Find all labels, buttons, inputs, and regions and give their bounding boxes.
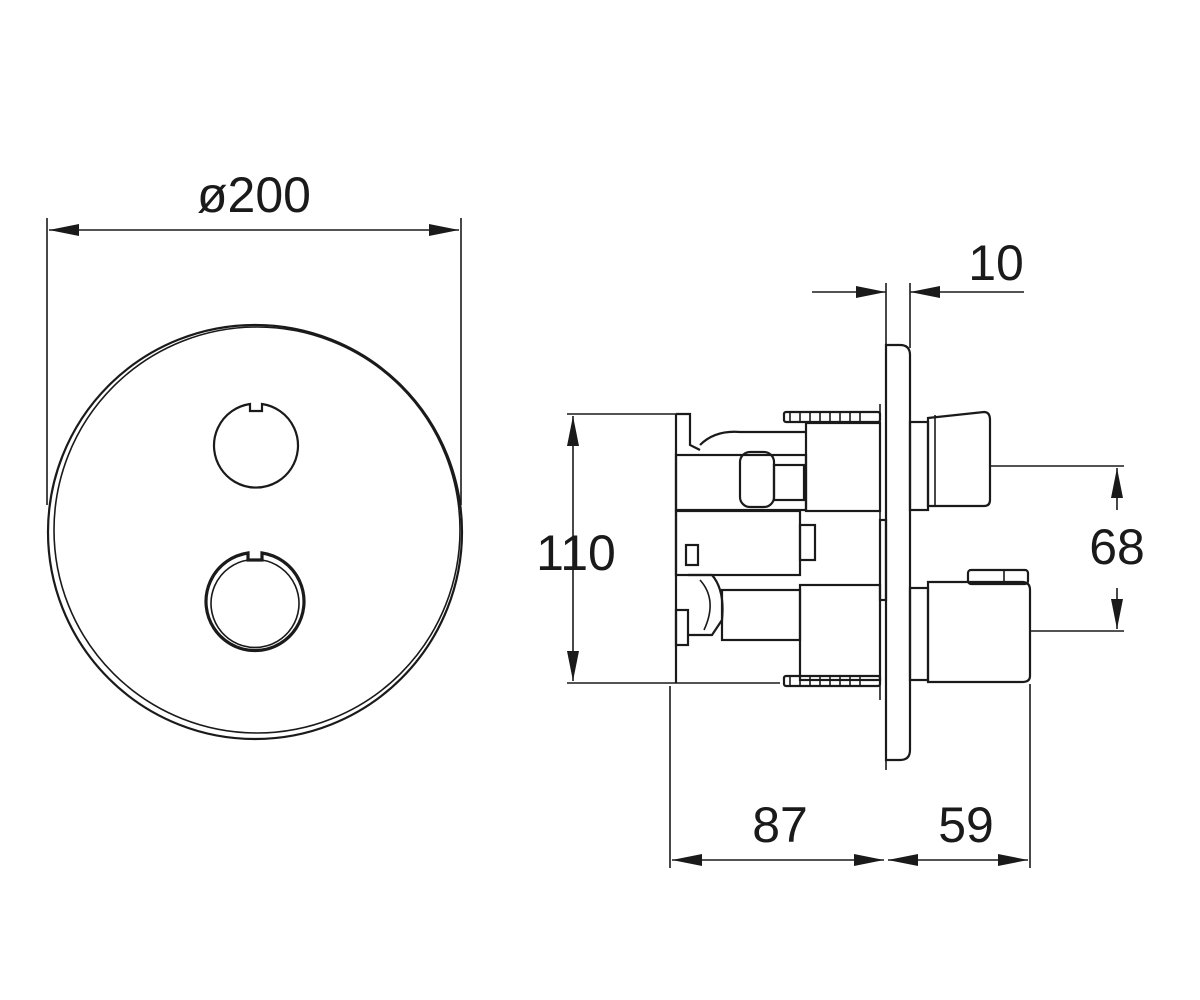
upper-knob — [212, 402, 300, 489]
arrow-plate-right — [910, 286, 940, 298]
arrow-height-top — [567, 416, 579, 446]
outlet-spacing-label: 68 — [1089, 519, 1145, 575]
lower-knob-base — [908, 586, 930, 682]
upper-coupling — [738, 450, 776, 509]
lower-knob-cap — [966, 568, 1030, 586]
arrow-height-bottom — [567, 651, 579, 681]
middle-plug — [798, 523, 817, 562]
bottom-screw — [782, 674, 882, 688]
arrow-plate-left — [856, 286, 886, 298]
cover-plate-inner — [53, 326, 461, 734]
lower-cartridge-block — [798, 583, 882, 682]
plate-thickness-label: 10 — [968, 235, 1024, 291]
lower-coupling-inner — [699, 579, 711, 631]
upper-cartridge-block — [804, 421, 882, 513]
lower-knob-outer — [204, 551, 306, 653]
lower-pipe — [720, 588, 802, 642]
arrow-outlet-top — [1111, 468, 1123, 498]
arrow-right — [429, 224, 459, 236]
upper-knob-side — [926, 410, 992, 508]
middle-spacer — [878, 518, 888, 602]
lower-nub — [674, 608, 690, 647]
height-label: 110 — [536, 525, 616, 581]
arrow-outlet-bottom — [1111, 599, 1123, 629]
arrow-projection-left — [888, 854, 918, 866]
arrow-depth-right — [854, 854, 884, 866]
arrow-left — [49, 224, 79, 236]
cover-plate-side — [884, 343, 912, 762]
projection-label: 59 — [938, 797, 994, 853]
arrow-projection-right — [998, 854, 1028, 866]
front-view: ø200 — [46, 167, 464, 741]
top-screw — [782, 410, 882, 424]
diameter-label: ø200 — [197, 167, 311, 223]
side-view: 10 110 — [536, 235, 1145, 868]
lower-knob-inner — [210, 559, 300, 649]
arrow-depth-left — [672, 854, 702, 866]
bracket-top — [676, 412, 701, 451]
depth-label: 87 — [752, 797, 808, 853]
upper-body-top-curve — [699, 430, 806, 446]
upper-stem — [772, 463, 806, 502]
upper-knob-base — [908, 420, 930, 512]
lower-knob-side — [926, 580, 1032, 684]
cover-plate-outer — [46, 323, 464, 741]
lower-nub-top — [684, 543, 700, 567]
